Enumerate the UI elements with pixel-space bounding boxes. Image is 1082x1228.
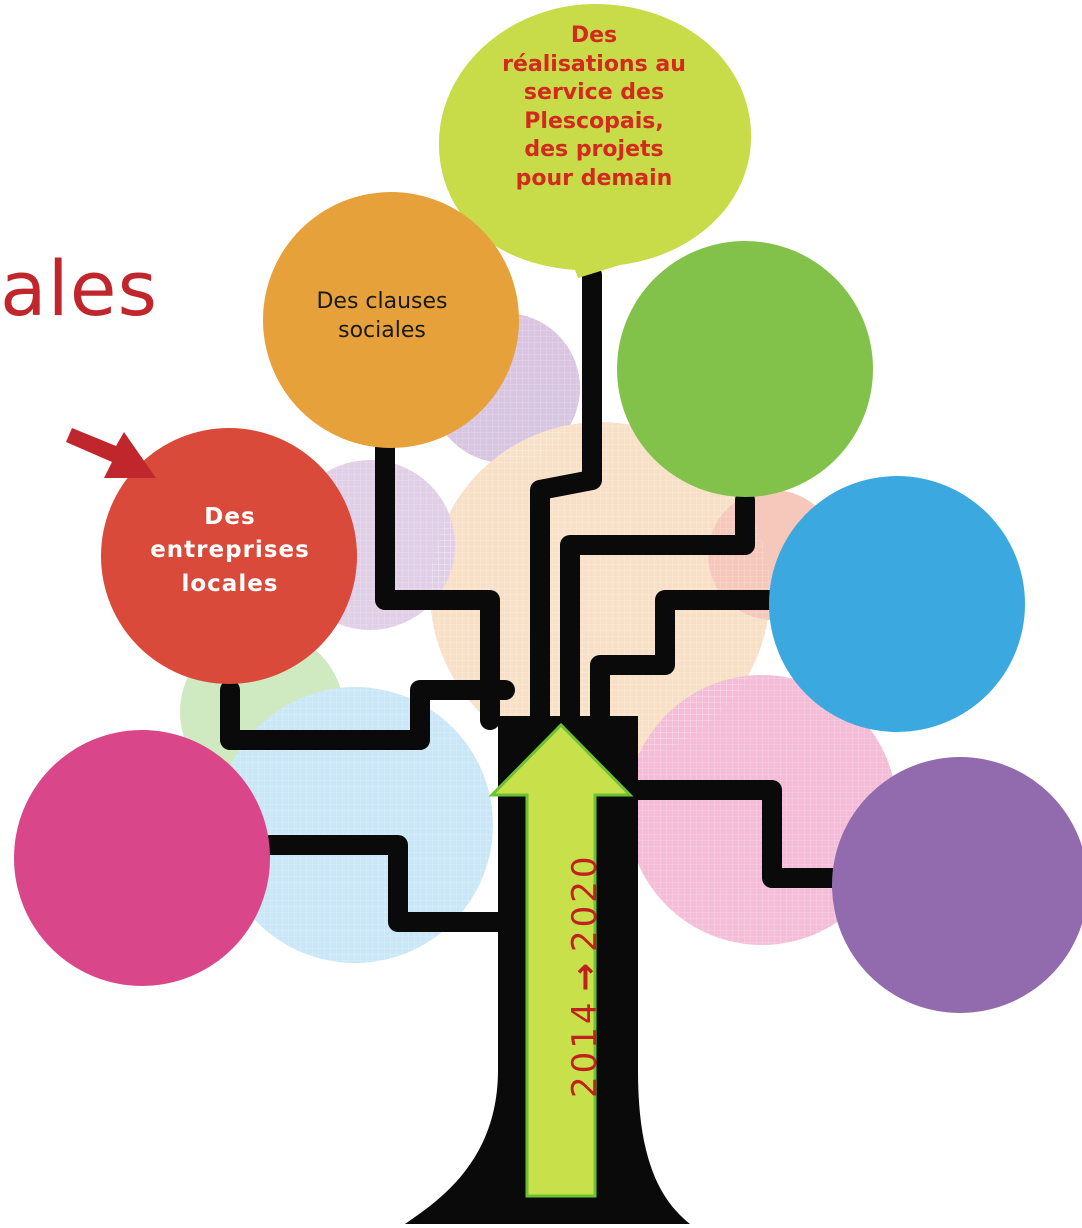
bubble-orange	[263, 192, 519, 448]
timeline-label: 2014 → 2020	[565, 853, 605, 1098]
orange-bubble-caption: Des clauses sociales	[292, 288, 472, 345]
caption-line: réalisations au	[502, 51, 686, 77]
caption-line: Des	[570, 23, 618, 48]
speech-bubble-top	[438, 4, 752, 278]
bubble-purple	[832, 757, 1082, 1013]
bubble-blue	[769, 476, 1025, 732]
timeline-arrow-icon	[488, 722, 634, 1198]
caption-line: Des clauses	[316, 289, 448, 314]
year-start: 2014	[565, 999, 605, 1098]
bubble-green	[617, 241, 873, 497]
pointer-arrow-icon	[66, 428, 156, 478]
bubble-red	[101, 428, 357, 684]
caption-line: des projets	[524, 137, 664, 163]
bubbles	[14, 4, 1082, 1013]
bubble-pink	[14, 730, 270, 986]
caption-line: Des	[204, 504, 256, 530]
red-bubble-caption: Des entreprises locales	[125, 501, 335, 601]
caption-line: Plescopais,	[524, 108, 664, 134]
arrow-right-icon: →	[565, 959, 605, 992]
caption-line: locales	[181, 570, 279, 597]
caption-line: service des	[523, 80, 665, 106]
title-fragment: ales	[0, 244, 159, 333]
caption-line: sociales	[338, 317, 426, 343]
caption-line: entreprises	[150, 537, 310, 564]
caption-line: pour demain	[515, 165, 673, 191]
year-end: 2020	[565, 853, 605, 952]
speech-bubble-caption: Des réalisations au service des Plescopa…	[475, 22, 713, 194]
